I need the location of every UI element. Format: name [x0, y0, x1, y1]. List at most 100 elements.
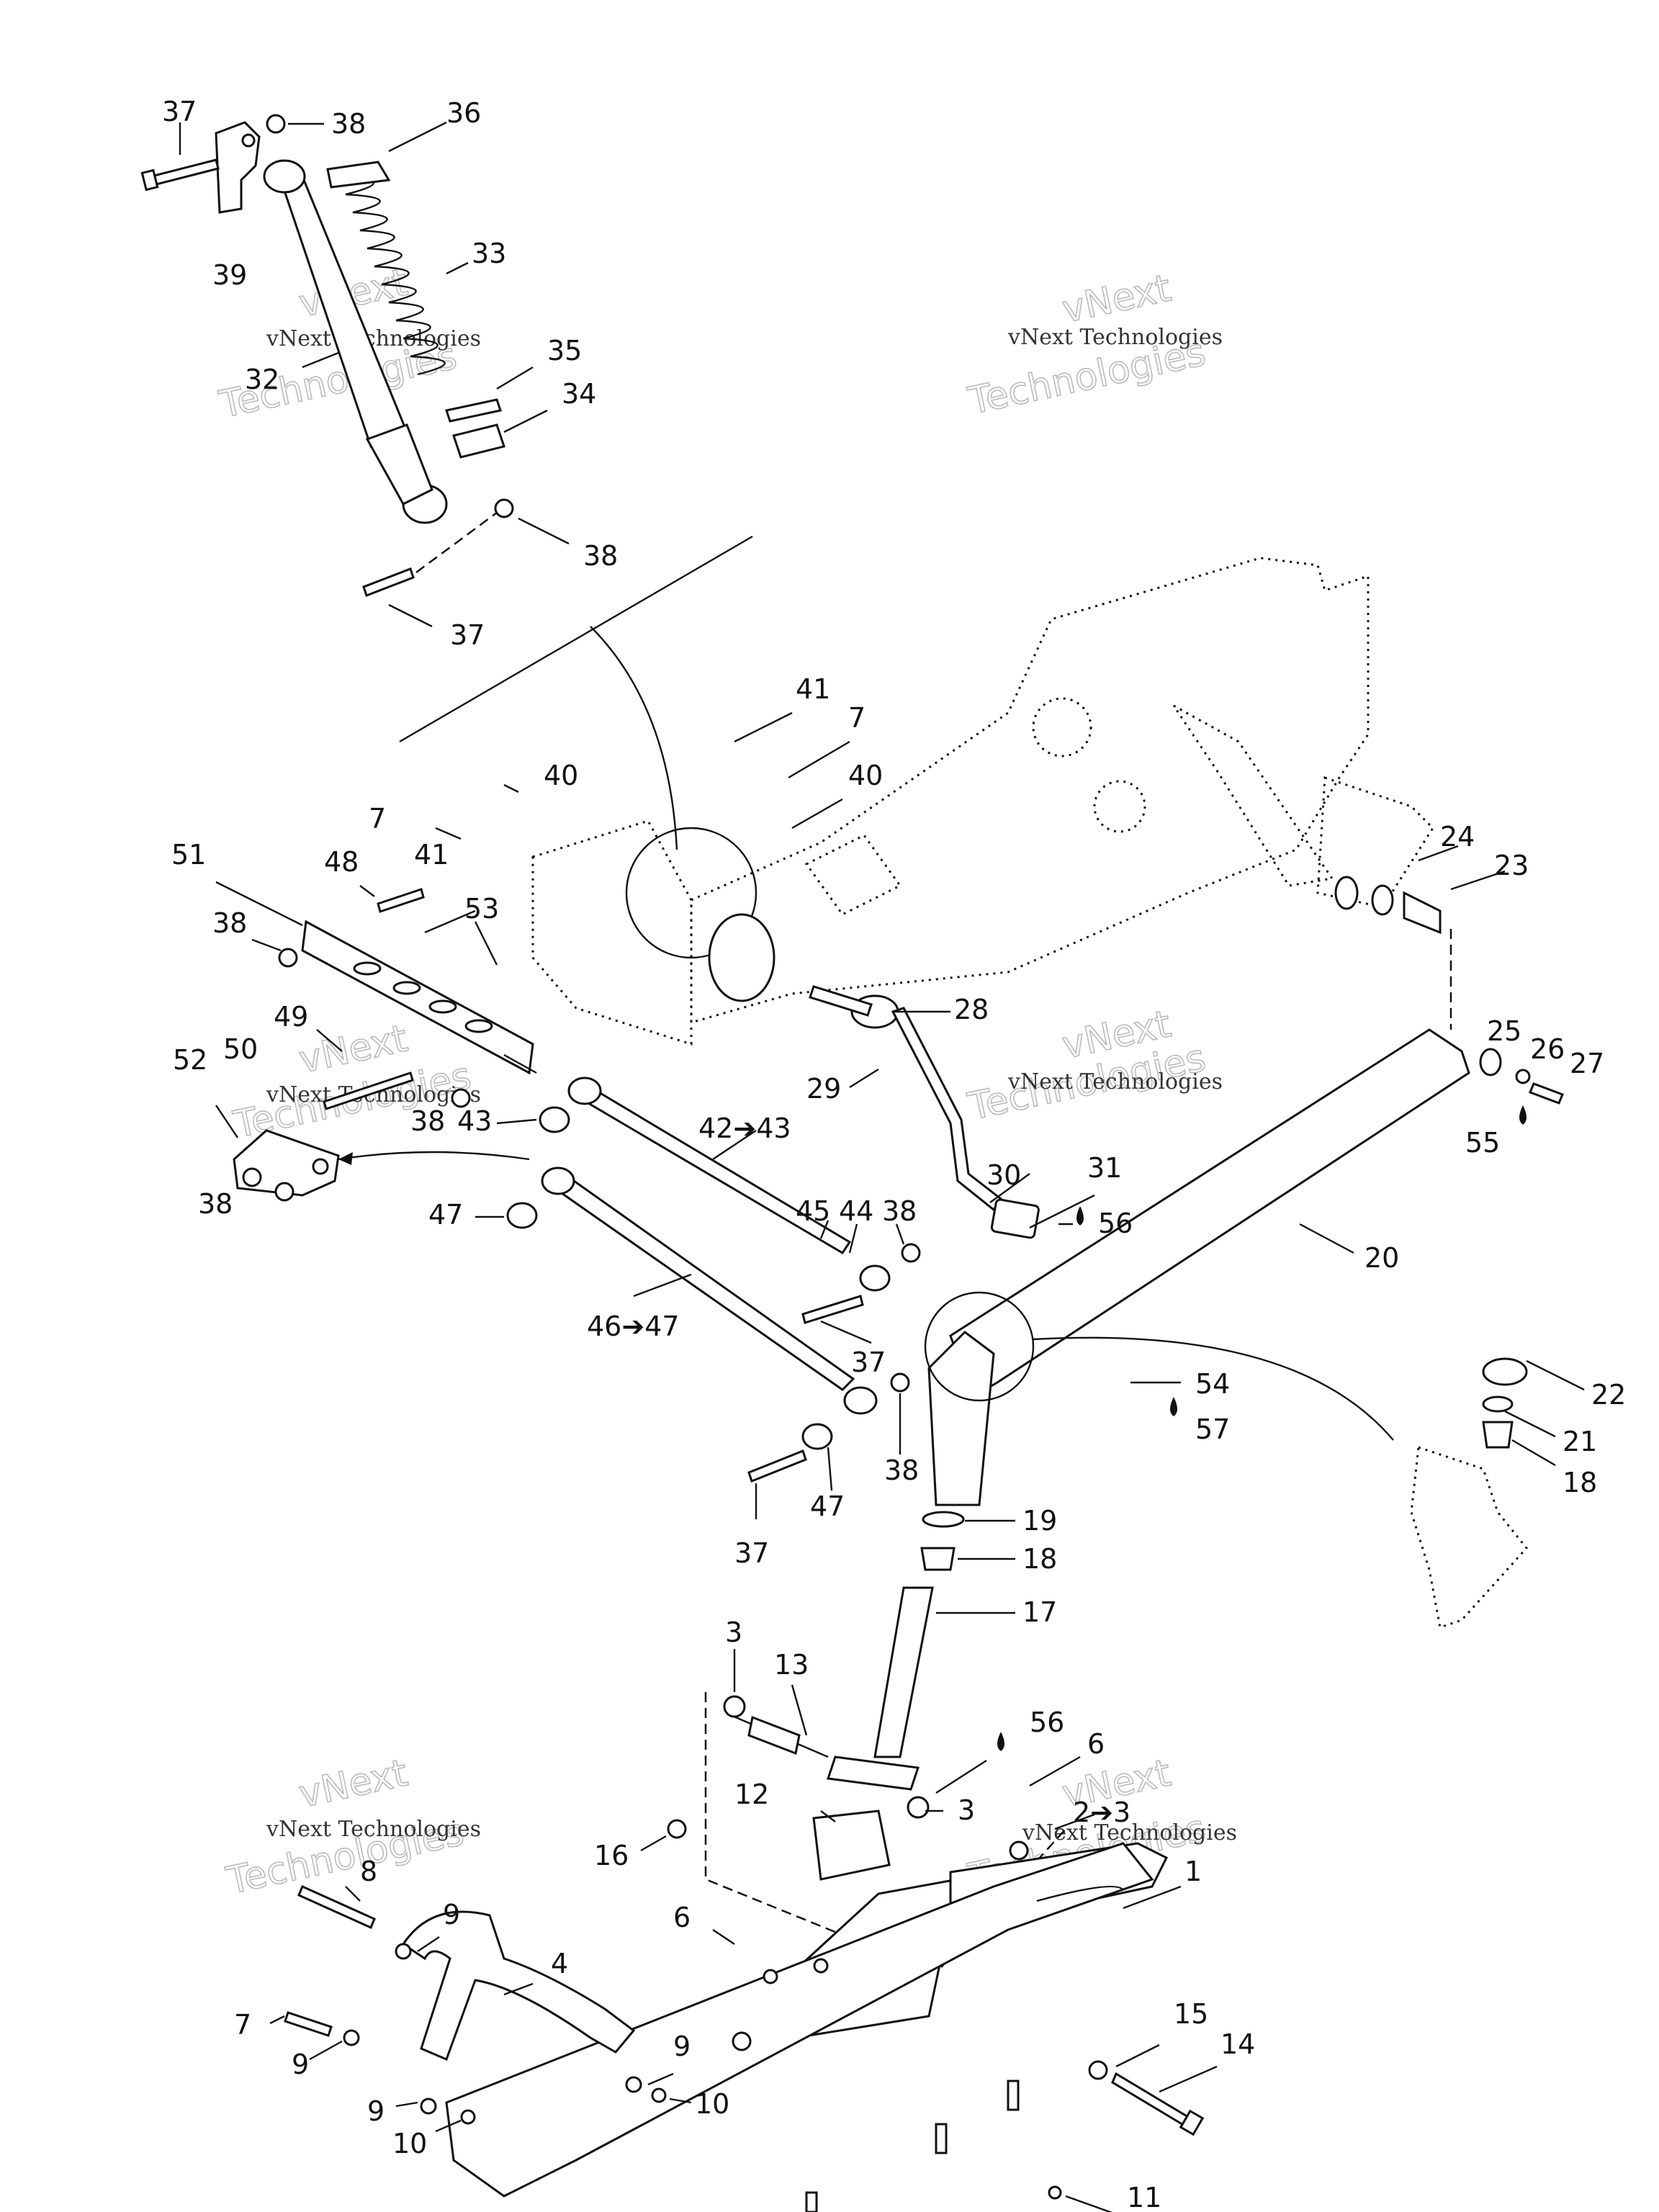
steering-linkage	[809, 985, 1040, 1239]
callout-10: 10	[695, 2088, 729, 2120]
nut-bottom	[494, 498, 514, 518]
rod-bushing-upper	[567, 1076, 602, 1105]
callout-30: 30	[986, 1159, 1021, 1191]
stud-a	[1007, 2080, 1020, 2111]
callout-40: 40	[544, 760, 578, 791]
grease-drop-56a	[1076, 1206, 1084, 1226]
pivot-hardware	[1334, 876, 1564, 1105]
nut-6b	[1009, 1840, 1029, 1861]
callout-9: 9	[292, 2049, 309, 2080]
coil-spring	[341, 175, 446, 376]
callout-9: 9	[443, 1899, 460, 1930]
spring-retainer	[452, 423, 505, 459]
washer-26	[1515, 1069, 1531, 1084]
bushing-18r	[1482, 1421, 1514, 1449]
rod-end-lower	[843, 1386, 878, 1415]
frame-edge-line	[399, 535, 753, 743]
callout-28: 28	[954, 994, 989, 1025]
shock-eye-top	[263, 159, 306, 194]
spindle-17	[873, 1586, 934, 1758]
grease-drop-57	[1170, 1397, 1177, 1416]
washer-25	[1479, 1048, 1502, 1076]
washer-9d	[420, 2098, 437, 2115]
trailing-arm	[924, 1028, 1470, 1506]
callout-56: 56	[1098, 1208, 1133, 1239]
spring-stopper	[445, 398, 502, 423]
callout-56: 56	[1030, 1707, 1064, 1738]
bushing-18	[920, 1547, 956, 1571]
callout-27: 27	[1570, 1048, 1604, 1079]
rod-bracket	[278, 888, 534, 1110]
rod-29	[809, 985, 873, 1017]
callout-37: 37	[162, 96, 197, 127]
rubber-12	[812, 1809, 891, 1881]
callout-35: 35	[547, 335, 582, 367]
callout-37: 37	[734, 1537, 769, 1569]
detail-circle-frame	[625, 827, 757, 959]
mount-plate	[708, 913, 775, 1002]
watermark-bottom-left: Technologies vNext Technologies vNext	[222, 1751, 481, 1904]
callout-38: 38	[410, 1105, 445, 1137]
bushing-23	[1403, 891, 1442, 935]
callout-12: 12	[734, 1779, 769, 1810]
callout-7: 7	[369, 803, 386, 835]
callout-52: 52	[173, 1044, 207, 1076]
housing-outline	[1410, 1445, 1528, 1629]
grease-drop-56b	[997, 1732, 1004, 1751]
callout-21: 21	[1563, 1426, 1597, 1457]
svg-text:vNext Technologies: vNext Technologies	[1022, 1820, 1237, 1845]
callout-44: 44	[839, 1195, 873, 1227]
callout-4: 4	[551, 1948, 568, 1979]
callout-22: 22	[1591, 1379, 1626, 1411]
callout-16: 16	[594, 1840, 629, 1871]
spindle-base	[827, 1755, 920, 1791]
callout-43: 43	[457, 1105, 492, 1137]
callout-labels: 37 38 36 39 33 32 35 34 38 37 41 7 40 40…	[162, 96, 1626, 2212]
bracket-hole	[241, 133, 256, 148]
callout-55: 55	[1465, 1127, 1500, 1159]
callout-39: 39	[212, 259, 247, 291]
shock-assembly	[140, 114, 514, 597]
callout-9: 9	[673, 2031, 691, 2062]
spring-seat	[326, 161, 391, 189]
callout-24: 24	[1440, 821, 1475, 853]
callout-15: 15	[1174, 1998, 1208, 2030]
callout-54: 54	[1195, 1368, 1230, 1400]
nut-10b	[460, 2109, 476, 2125]
svg-text:vNext Technologies: vNext Technologies	[266, 326, 481, 351]
cap-22	[1482, 1357, 1528, 1386]
callout-10: 10	[392, 2128, 427, 2159]
callout-47: 47	[428, 1199, 463, 1231]
callout-42-43: 42➔43	[698, 1112, 791, 1144]
nut-38-low	[890, 1372, 910, 1393]
rod-bushing-lower	[541, 1166, 575, 1195]
bolt-14-head	[1179, 2109, 1205, 2136]
leader-lines	[179, 121, 1585, 2212]
callout-1: 1	[1184, 1856, 1202, 1887]
bolt-axis	[415, 511, 498, 574]
ski-groove	[1036, 1885, 1124, 1902]
nut-6	[732, 2031, 752, 2051]
callout-34: 34	[562, 378, 596, 410]
bushing-47-right	[801, 1423, 833, 1450]
bolt-bottom	[362, 567, 415, 597]
callout-3: 3	[958, 1794, 975, 1826]
callout-51: 51	[171, 839, 206, 871]
callout-19: 19	[1022, 1505, 1057, 1537]
callout-37: 37	[450, 619, 485, 651]
callout-6: 6	[1087, 1728, 1105, 1760]
ring-21	[1482, 1395, 1514, 1413]
bolt-7	[284, 2011, 333, 2037]
rod-end-44	[859, 1264, 891, 1292]
callout-32: 32	[245, 364, 279, 395]
callout-3: 3	[725, 1617, 742, 1648]
bushing-47-left	[506, 1202, 538, 1229]
callout-46-47: 46➔47	[587, 1310, 680, 1342]
callout-40: 40	[848, 760, 883, 791]
callout-11: 11	[1127, 2182, 1161, 2212]
callout-17: 17	[1022, 1596, 1057, 1628]
leader-curve-arm	[1033, 1336, 1394, 1441]
arrow-head	[338, 1152, 353, 1165]
ski-handle-4	[401, 1910, 636, 2062]
